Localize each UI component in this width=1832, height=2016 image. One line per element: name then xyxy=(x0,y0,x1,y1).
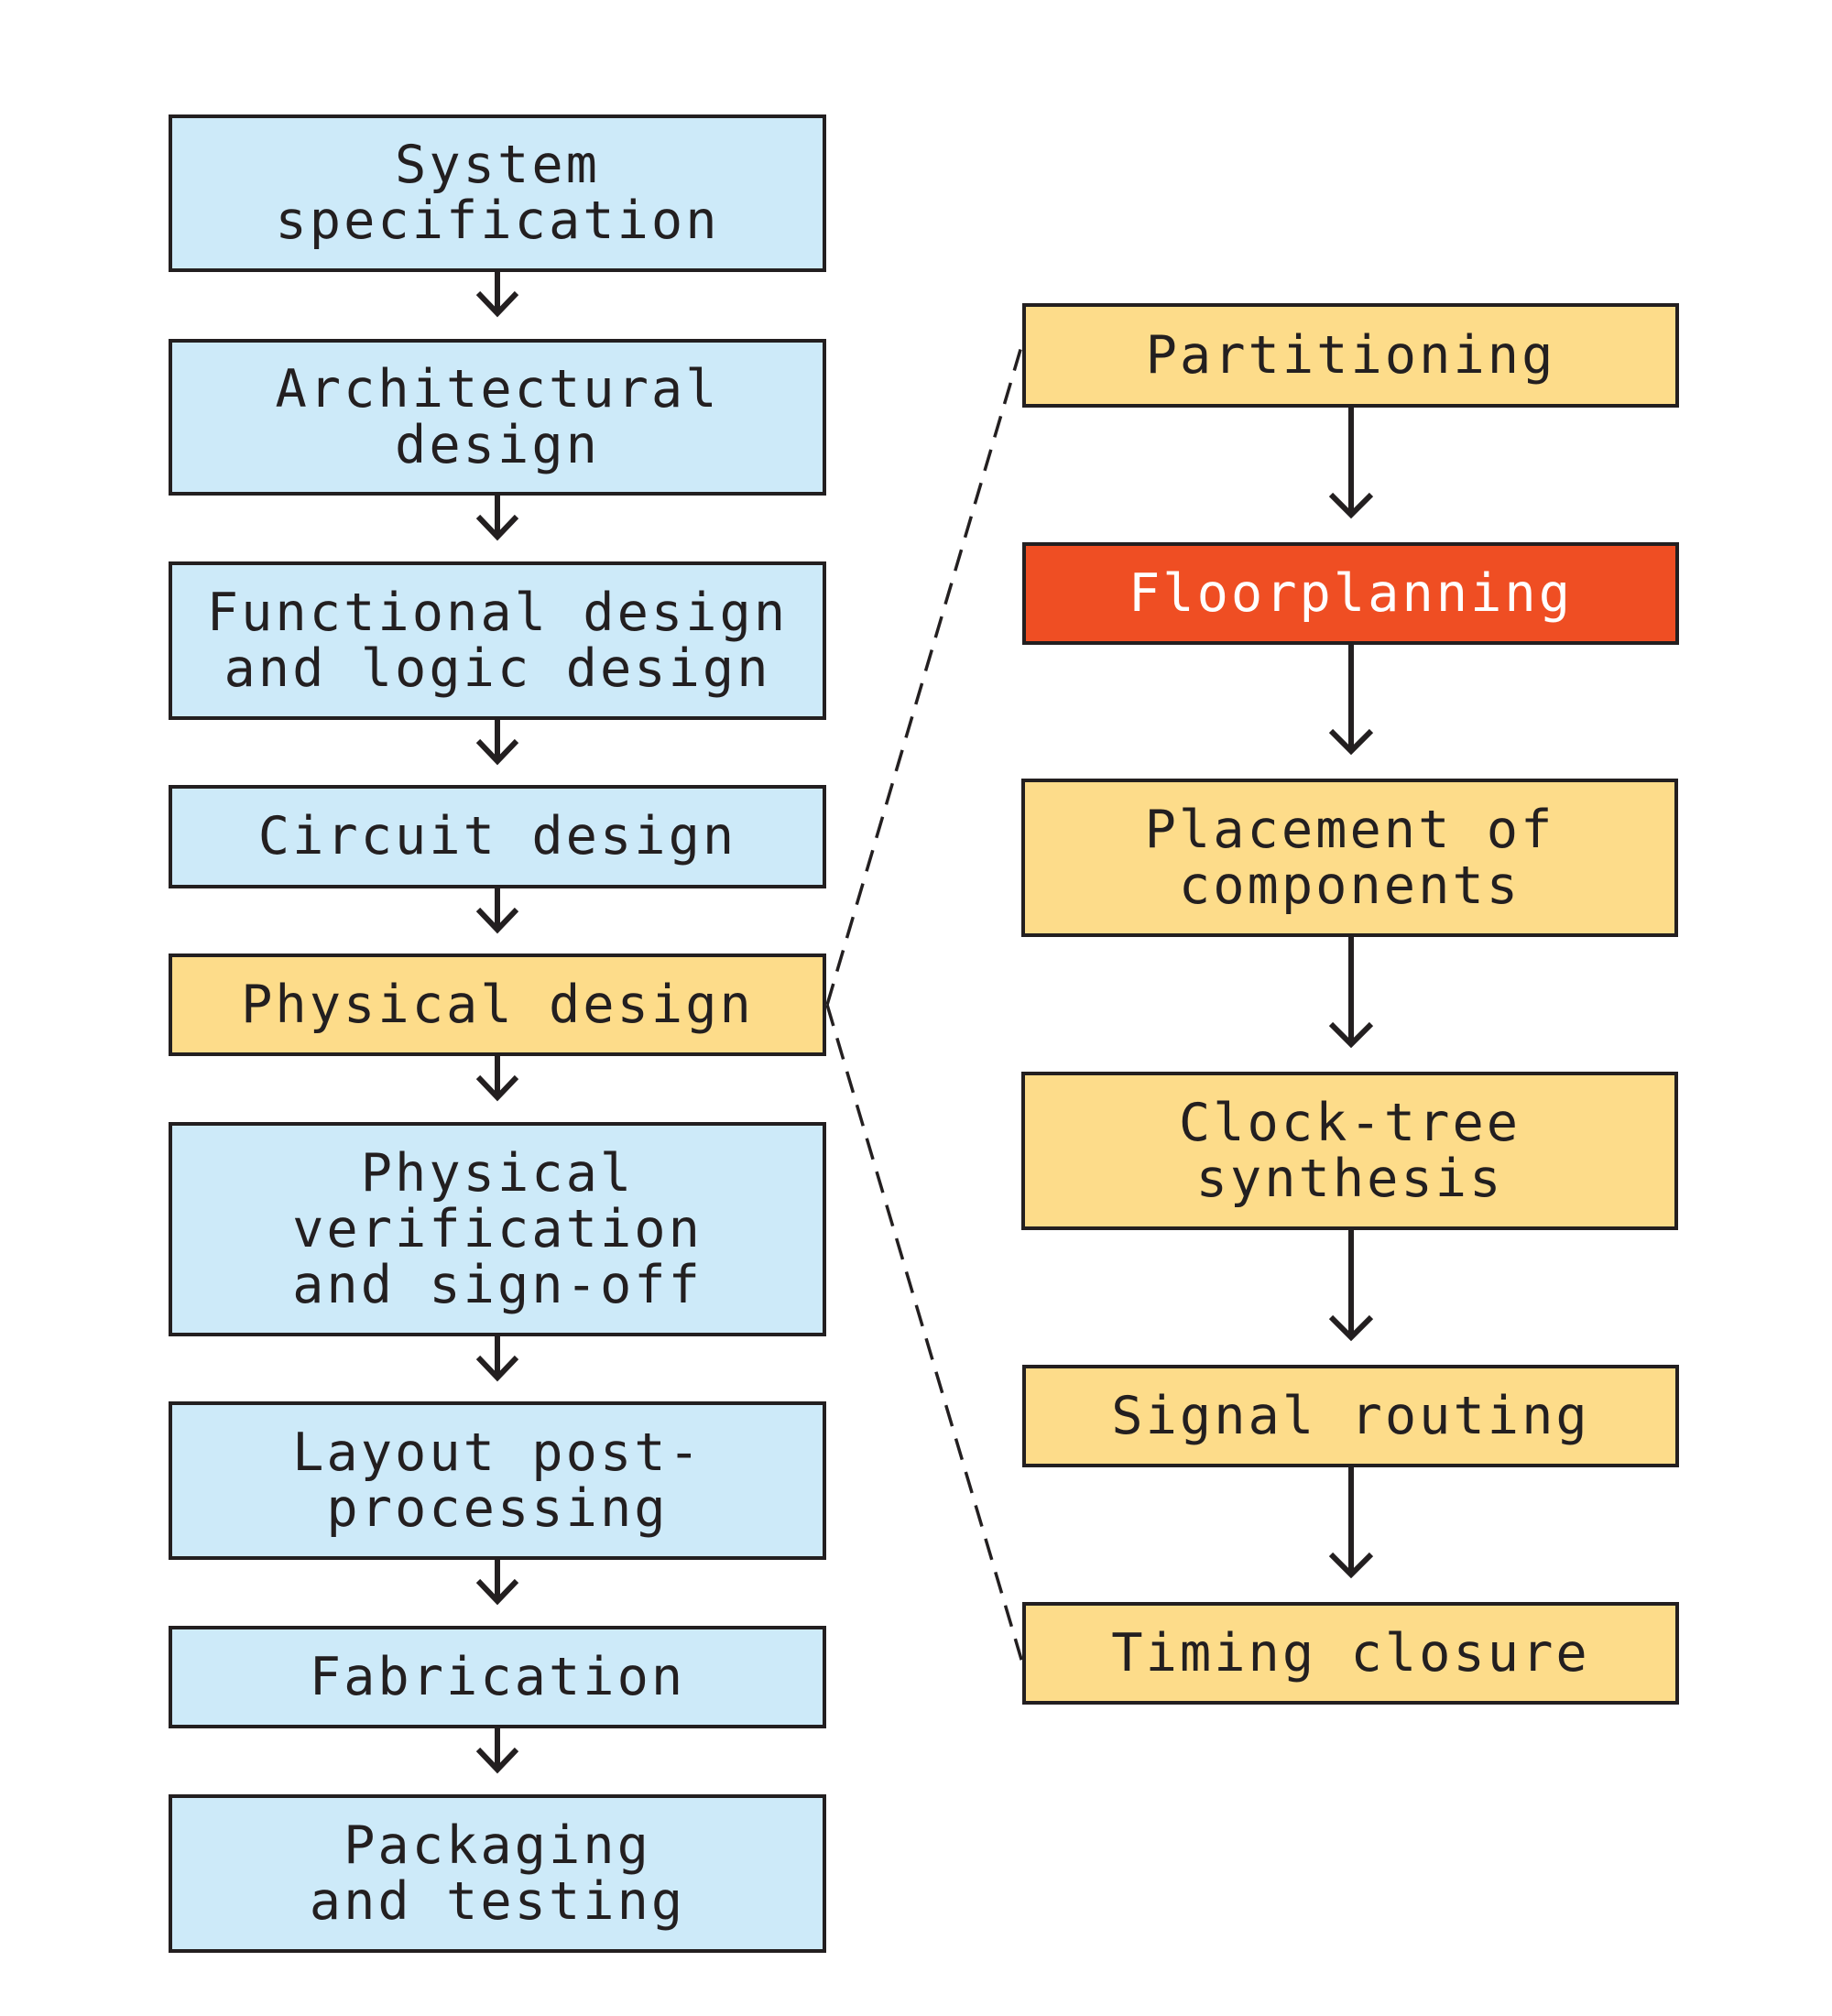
arrow-icon xyxy=(1328,937,1374,1049)
arrow-icon xyxy=(1328,645,1374,756)
arrow-icon xyxy=(475,1056,519,1102)
substep-clock-tree-synthesis: Clock-tree synthesis xyxy=(1021,1072,1678,1230)
step-circuit-design: Circuit design xyxy=(169,785,826,888)
main-flow-arrows xyxy=(475,272,519,1774)
step-fabrication: Fabrication xyxy=(169,1626,826,1728)
step-architectural-design: Architectural design xyxy=(169,339,826,496)
substep-timing-closure: Timing closure xyxy=(1022,1602,1679,1705)
substep-partitioning: Partitioning xyxy=(1022,303,1679,408)
substep-signal-routing: Signal routing xyxy=(1022,1365,1679,1467)
arrow-icon xyxy=(475,1728,519,1774)
step-functional-logic-design: Functional design and logic design xyxy=(169,561,826,720)
substep-placement-of-components: Placement of components xyxy=(1021,779,1678,937)
step-physical-design: Physical design xyxy=(169,954,826,1056)
arrow-icon xyxy=(475,888,519,934)
arrow-icon xyxy=(475,496,519,541)
substep-floorplanning: Floorplanning xyxy=(1022,542,1679,645)
step-layout-post-processing: Layout post- processing xyxy=(169,1401,826,1560)
expansion-line-bottom xyxy=(825,1004,1024,1663)
arrow-icon xyxy=(475,1560,519,1606)
arrow-icon xyxy=(475,720,519,766)
step-system-specification: System specification xyxy=(169,114,826,272)
arrow-icon xyxy=(1328,1230,1374,1342)
arrow-icon xyxy=(1328,408,1374,519)
step-physical-verification: Physical verification and sign-off xyxy=(169,1122,826,1336)
step-packaging-testing: Packaging and testing xyxy=(169,1794,826,1953)
arrow-icon xyxy=(475,1336,519,1382)
arrow-icon xyxy=(1328,1467,1374,1579)
arrow-icon xyxy=(475,272,519,318)
sub-flow-arrows xyxy=(1328,408,1374,1579)
expansion-dashed-lines xyxy=(825,343,1024,1663)
expansion-line-top xyxy=(825,343,1024,1006)
